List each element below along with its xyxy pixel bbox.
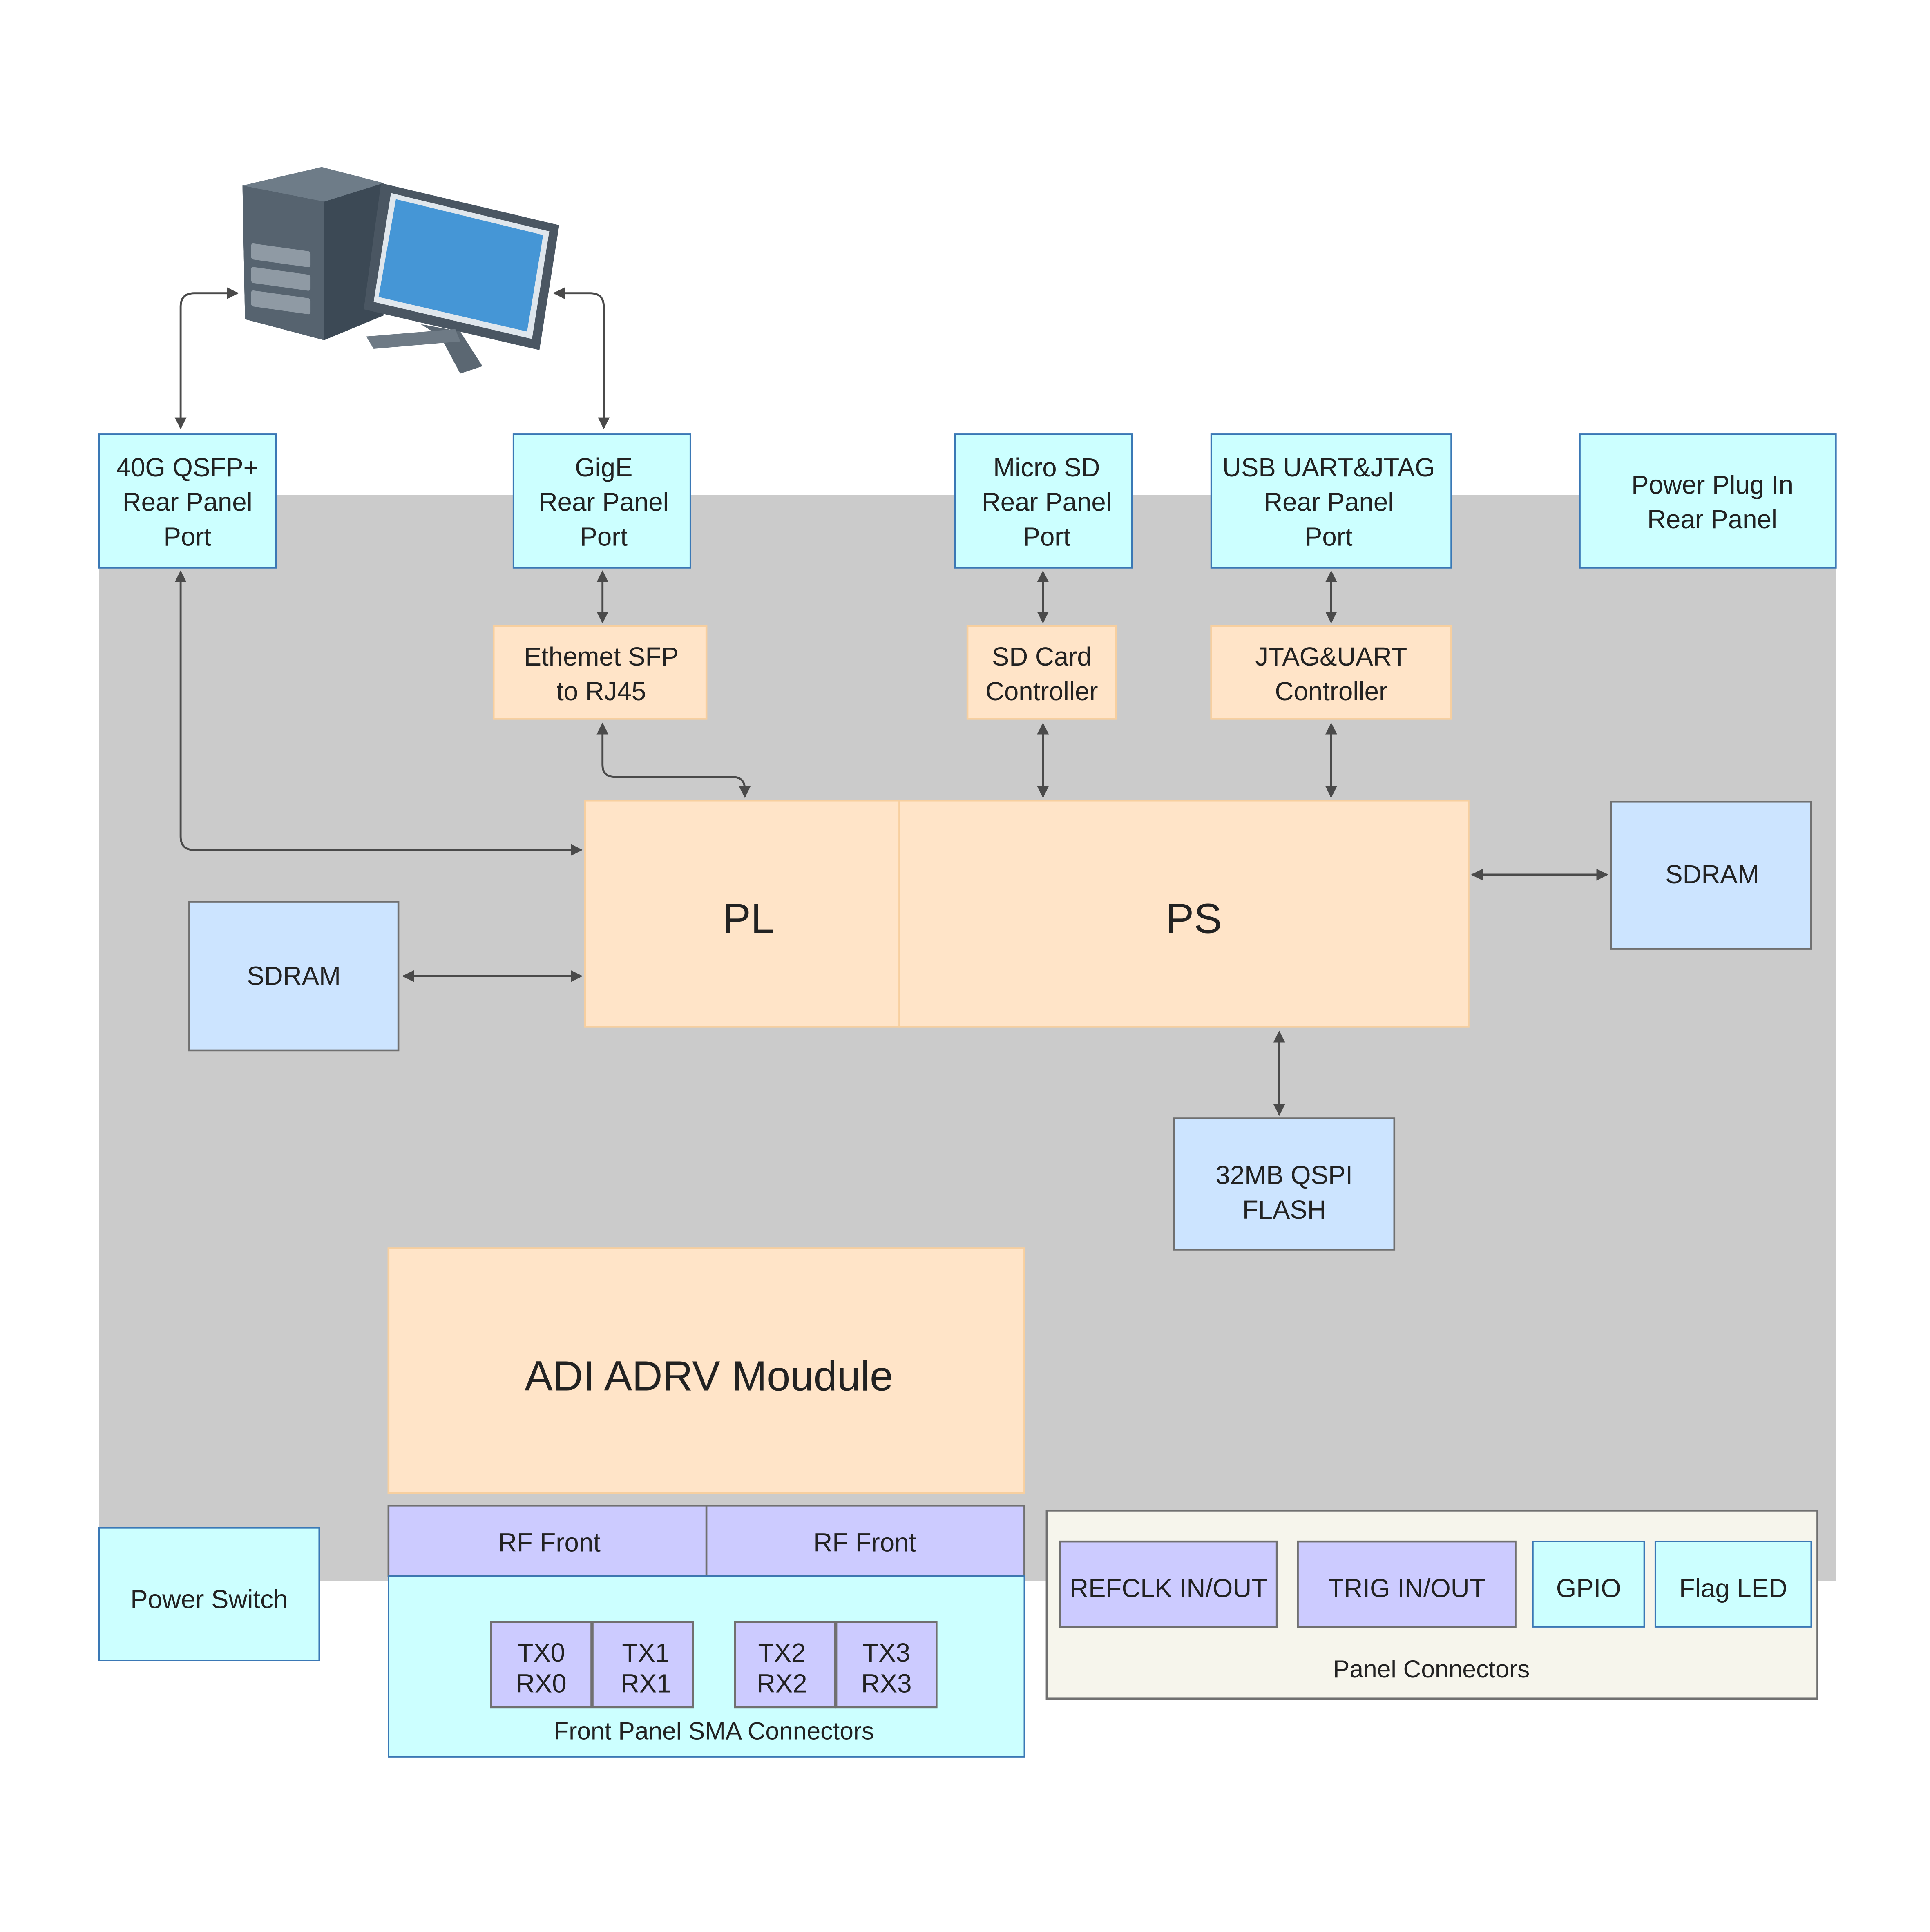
desktop-computer-icon	[242, 167, 559, 374]
adrv-module-block: ADI ADRV Moudule	[387, 1247, 1025, 1494]
gige-label-line3: Port	[580, 522, 628, 551]
trig-connector: TRIG IN/OUT	[1297, 1540, 1517, 1628]
qsfp-label-line1: 40G QSFP+	[116, 453, 259, 482]
flash-label-line2: FLASH	[1242, 1195, 1326, 1224]
gige-port-box: GigE Rear Panel Port	[512, 433, 691, 569]
power-plug-port-box: Power Plug In Rear Panel	[1579, 433, 1837, 569]
ps-label: PS	[1166, 895, 1222, 942]
jtag-uart-controller-box: JTAG&UART Controller	[1210, 625, 1452, 720]
sma-panel-label: Front Panel SMA Connectors	[554, 1717, 874, 1745]
gige-label-line1: GigE	[575, 453, 632, 482]
adrv-label: ADI ADRV Moudule	[525, 1353, 893, 1400]
sma-tx1-label: TX1	[622, 1638, 670, 1667]
flash-label-line1: 32MB QSPI	[1215, 1161, 1353, 1190]
sma-channel-3: TX3 RX3	[835, 1621, 938, 1709]
rf-front-b-label: RF Front	[813, 1528, 916, 1557]
sma-rx3-label: RX3	[861, 1669, 912, 1698]
sdcard-label-line1: SD Card	[992, 642, 1092, 671]
ethernet-sfp-box: Ethemet SFP to RJ45	[492, 625, 708, 720]
microsd-port-box: Micro SD Rear Panel Port	[954, 433, 1133, 569]
microsd-label-line1: Micro SD	[993, 453, 1100, 482]
rf-front-a-box: RF Front	[387, 1505, 708, 1577]
arrow-computer-qsfp	[174, 287, 239, 429]
sma-tx2-label: TX2	[758, 1638, 806, 1667]
flag-led-label: Flag LED	[1679, 1574, 1787, 1603]
qsfp-port-box: 40G QSFP+ Rear Panel Port	[98, 433, 277, 569]
sma-tx3-label: TX3	[862, 1638, 910, 1667]
qsfp-label-line3: Port	[163, 522, 211, 551]
rf-front-a-label: RF Front	[498, 1528, 601, 1557]
ethernet-label-line1: Ethemet SFP	[524, 642, 679, 671]
rf-front-b-box: RF Front	[705, 1505, 1025, 1577]
pl-block: PL	[584, 799, 900, 1028]
power-plug-label-line2: Rear Panel	[1647, 505, 1777, 534]
qsfp-label-line2: Rear Panel	[123, 488, 252, 517]
sma-rx2-label: RX2	[757, 1669, 807, 1698]
sdram-right-label: SDRAM	[1665, 860, 1759, 889]
panel-connectors-group: REFCLK IN/OUT TRIG IN/OUT GPIO Flag LED …	[1045, 1510, 1818, 1700]
power-plug-label-line1: Power Plug In	[1631, 470, 1793, 499]
flag-led-connector: Flag LED	[1654, 1541, 1812, 1628]
sma-rx1-label: RX1	[621, 1669, 671, 1698]
microsd-label-line2: Rear Panel	[982, 488, 1112, 517]
jtag-label-line2: Controller	[1275, 677, 1388, 706]
sma-rx0-label: RX0	[516, 1669, 567, 1698]
gpio-label: GPIO	[1556, 1574, 1621, 1603]
usb-label-line1: USB UART&JTAG	[1222, 453, 1435, 482]
pl-label: PL	[723, 895, 774, 942]
sma-channel-0: TX0 RX0	[490, 1621, 592, 1709]
arrow-ethernet-pl	[596, 722, 751, 798]
arrow-qsfp-pl	[174, 570, 583, 856]
gige-label-line2: Rear Panel	[539, 488, 669, 517]
sma-channel-2: TX2 RX2	[734, 1621, 836, 1709]
jtag-label-line1: JTAG&UART	[1255, 642, 1407, 671]
refclk-label: REFCLK IN/OUT	[1070, 1574, 1267, 1603]
power-switch-box: Power Switch	[98, 1527, 320, 1661]
refclk-connector: REFCLK IN/OUT	[1059, 1540, 1278, 1628]
sma-connectors-panel: TX0 RX0 TX1 RX1 TX2 RX2 TX3 RX3 Front Pa…	[388, 1575, 1025, 1758]
panel-connectors-label: Panel Connectors	[1333, 1655, 1530, 1683]
sdcard-label-line2: Controller	[985, 677, 1098, 706]
sdcard-controller-box: SD Card Controller	[966, 625, 1117, 720]
sma-tx0-label: TX0	[518, 1638, 565, 1667]
connection-arrows	[174, 287, 1608, 1116]
sdram-right-box: SDRAM	[1610, 801, 1812, 950]
gpio-connector: GPIO	[1532, 1541, 1645, 1628]
ps-block: PS	[898, 799, 1470, 1028]
usb-label-line2: Rear Panel	[1264, 488, 1394, 517]
arrow-computer-gige	[553, 287, 610, 429]
usb-port-box: USB UART&JTAG Rear Panel Port	[1210, 433, 1452, 569]
ethernet-label-line2: to RJ45	[556, 677, 646, 706]
power-switch-label: Power Switch	[130, 1585, 288, 1614]
sdram-left-box: SDRAM	[188, 901, 400, 1052]
qspi-flash-box: 32MB QSPI FLASH	[1173, 1117, 1396, 1251]
trig-label: TRIG IN/OUT	[1328, 1574, 1485, 1603]
microsd-label-line3: Port	[1023, 522, 1071, 551]
sma-channel-1: TX1 RX1	[592, 1621, 694, 1709]
sdram-left-label: SDRAM	[247, 961, 341, 990]
usb-label-line3: Port	[1305, 522, 1353, 551]
